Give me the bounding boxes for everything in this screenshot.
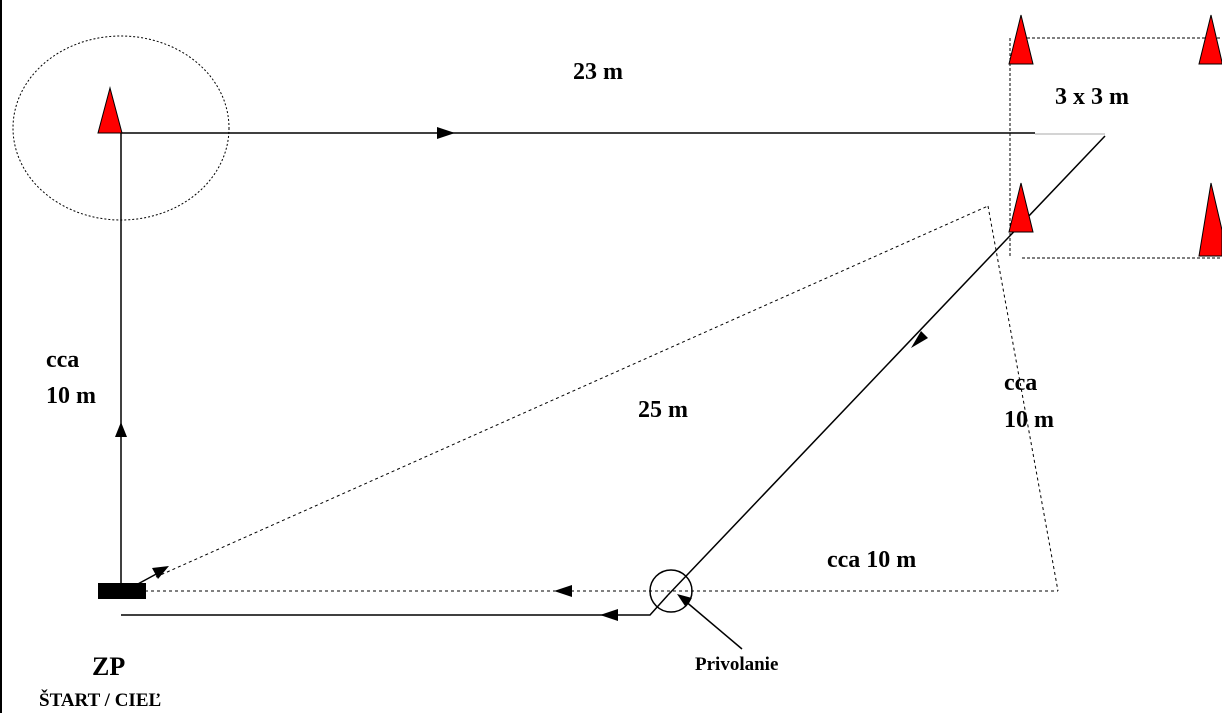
- dashed-right-side: [987, 205, 1059, 592]
- label-zp: ZP: [92, 652, 125, 681]
- label-diagonal-distance: 25 m: [638, 397, 688, 423]
- label-square-size: 3 x 3 m: [1055, 84, 1129, 110]
- label-bottom-distance: cca 10 m: [827, 547, 916, 573]
- arrowhead-icon: [600, 609, 618, 621]
- recall-pointer-line: [683, 599, 743, 650]
- label-right-distance: 10 m: [1004, 407, 1054, 433]
- arrowhead-icon: [152, 566, 169, 579]
- label-start-finish: ŠTART / CIEĽ: [39, 689, 161, 711]
- cone-icon: [1008, 14, 1034, 65]
- label-left-distance: 10 m: [46, 383, 96, 409]
- label-top-distance: 23 m: [573, 59, 623, 85]
- cone-icon: [1198, 14, 1222, 65]
- path-diagonal-return: [667, 135, 1106, 596]
- path-bottom-solid: [121, 594, 669, 616]
- cone-icon: [1198, 182, 1222, 257]
- label-left-cca: cca: [46, 347, 79, 373]
- cone-icon: [97, 86, 123, 134]
- recall-circle: [649, 569, 693, 613]
- arrowhead-icon: [115, 422, 127, 437]
- arrowhead-icon: [911, 331, 928, 348]
- cone-icon: [1008, 182, 1034, 233]
- arrowhead-icon: [437, 127, 455, 139]
- arrowhead-icon: [677, 594, 692, 606]
- dashed-diagonal: [155, 205, 989, 578]
- start-marker-icon: [98, 583, 146, 599]
- arrowhead-icon: [554, 585, 572, 597]
- label-right-cca: cca: [1004, 370, 1037, 396]
- label-recall: Privolanie: [695, 654, 778, 675]
